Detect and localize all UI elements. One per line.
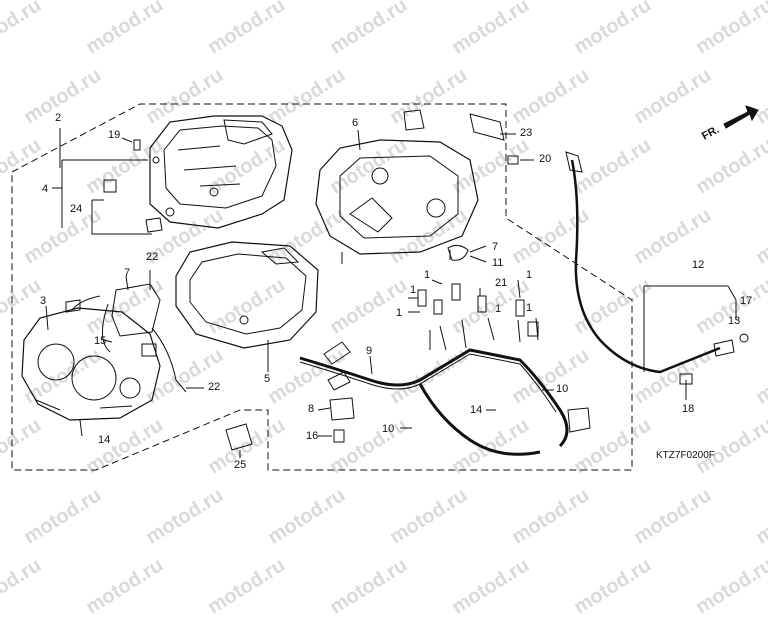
leader-9: [369, 355, 373, 375]
leader-24: [91, 199, 152, 235]
leader-7-11: [469, 245, 487, 263]
wire-harness-part: [299, 317, 591, 456]
callout-1: 1: [424, 269, 431, 281]
callout-15: 15: [94, 335, 107, 347]
callout-22: 22: [146, 251, 159, 263]
leader-14a: [79, 419, 83, 437]
callout-1: 1: [410, 284, 417, 296]
callout-1: 1: [526, 269, 533, 281]
part-16-screw: [333, 429, 345, 443]
part-7-socket: [447, 244, 469, 261]
callout-13: 13: [728, 315, 741, 327]
meter-case-part: [315, 109, 479, 264]
leader-4: [52, 159, 148, 228]
leader-7a: [125, 275, 129, 291]
leader-12: [643, 285, 737, 372]
part-17-ring: [739, 333, 749, 343]
callout-11: 11: [492, 257, 504, 269]
leader-19: [121, 137, 133, 143]
callout-10: 10: [382, 423, 395, 435]
callout-1: 1: [526, 302, 533, 314]
callout-7: 7: [124, 267, 131, 279]
meter-cover-part: [149, 115, 293, 229]
fr-arrow-icon: [723, 105, 759, 129]
callout-12: 12: [692, 259, 705, 271]
callout-6: 6: [352, 117, 359, 129]
group-boundary: [11, 103, 633, 471]
bulbs-1: [417, 283, 539, 337]
callout-14: 14: [470, 404, 483, 416]
diagram-code: KTZ7F0200F: [656, 450, 715, 461]
leaders-1: [408, 279, 521, 313]
callout-16: 16: [306, 430, 319, 442]
callout-19: 19: [108, 129, 121, 141]
leader-15: [103, 339, 113, 343]
diagram-drawing: [11, 103, 759, 471]
callout-4: 4: [42, 183, 49, 195]
part-25: [225, 423, 253, 451]
part-20-screw: [507, 155, 519, 165]
callout-23: 23: [520, 127, 533, 139]
meter-panel-part: [175, 241, 319, 349]
speedo-cable-part: [565, 151, 735, 374]
callout-1: 1: [396, 307, 403, 319]
callout-10: 10: [556, 383, 569, 395]
leader-8: [317, 407, 331, 411]
callout-5: 5: [264, 373, 271, 385]
callout-20: 20: [539, 153, 552, 165]
callout-17: 17: [740, 295, 753, 307]
callout-8: 8: [308, 403, 315, 415]
callout-24: 24: [70, 203, 83, 215]
callout-7: 7: [492, 241, 499, 253]
leader-6: [357, 129, 361, 151]
meter-assembly-part: [21, 307, 161, 421]
part-18-screw: [679, 373, 693, 385]
callout-1: 1: [495, 303, 502, 315]
callout-9: 9: [366, 345, 373, 357]
callout-25: 25: [234, 459, 247, 471]
callout-14: 14: [98, 434, 111, 446]
callout-18: 18: [682, 403, 695, 415]
callout-22: 22: [208, 381, 221, 393]
part-23-strip: [469, 113, 505, 141]
sub-harness-part: [65, 283, 187, 393]
callout-3: 3: [40, 295, 47, 307]
callout-2: 2: [55, 112, 62, 124]
leader-3: [45, 305, 49, 331]
screw-part-19: [133, 139, 141, 151]
part-8-clamp: [329, 397, 355, 421]
grommet-part-24: [103, 179, 163, 233]
callout-21: 21: [495, 277, 508, 289]
